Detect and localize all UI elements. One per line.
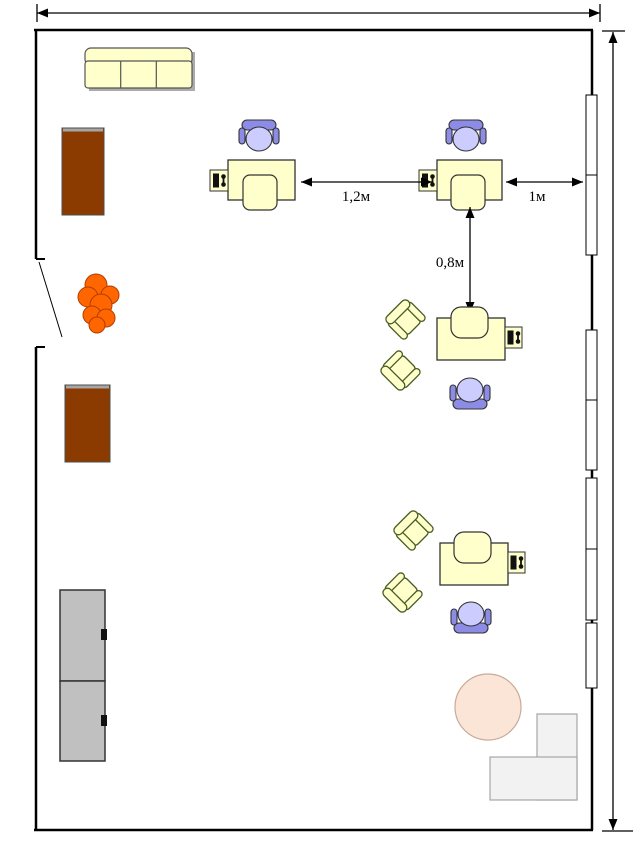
armchair-desk-4-upper	[393, 510, 434, 551]
armchair-desk-3-lower	[380, 350, 421, 391]
arrowhead-right-icon	[421, 177, 432, 187]
round-table	[454, 673, 522, 741]
safe-handle	[101, 629, 107, 640]
chair-armrest	[483, 384, 491, 402]
width-dimension-line	[36, 4, 601, 22]
armchair-back	[393, 510, 419, 536]
armchair-back	[382, 587, 408, 613]
armchair-back	[385, 299, 411, 325]
chair-armrest	[479, 127, 487, 145]
desk-3	[436, 306, 506, 361]
telephone-desk-1	[209, 169, 229, 192]
chair-armrest	[449, 384, 457, 402]
corner-counter	[489, 713, 578, 801]
telephone-base-icon	[510, 555, 517, 570]
height-dimension-line	[602, 30, 633, 832]
wardrobe-body	[64, 384, 111, 463]
office-chair-desk-4	[450, 601, 492, 634]
telephone-desk-3	[504, 326, 523, 349]
dimension-desk-to-wall: 1м	[506, 177, 583, 205]
arrowhead-left-icon	[301, 177, 312, 187]
arrowhead-up-icon	[608, 32, 618, 43]
chair-armrest	[484, 608, 492, 626]
arrowhead-right-icon	[589, 8, 600, 18]
safe-upper	[59, 589, 107, 682]
dimension-between-rows: 0,8м	[436, 207, 475, 313]
safe-body	[59, 589, 106, 682]
computer-monitor	[453, 531, 492, 564]
sofa-seat	[84, 60, 193, 89]
desk-1	[227, 159, 296, 211]
office-chair-desk-2	[445, 119, 487, 152]
window	[585, 329, 598, 401]
office-chair-desk-3	[449, 377, 491, 410]
dimension-label: 1м	[529, 189, 547, 205]
chair-seat	[457, 601, 485, 627]
computer-monitor	[450, 306, 489, 339]
wardrobe-body	[61, 127, 105, 216]
tucked-chair	[242, 174, 278, 211]
arrowhead-up-icon	[465, 207, 475, 218]
dimension-between-desks: 1,2м	[301, 177, 432, 205]
telephone-desk-4	[507, 551, 526, 574]
telephone-base-icon	[507, 330, 514, 345]
window	[585, 622, 598, 689]
telephone-handset-icon	[517, 333, 519, 342]
arrowhead-right-icon	[572, 177, 583, 187]
door-leaf	[38, 261, 63, 338]
chair-armrest	[238, 127, 246, 145]
chair-seat	[245, 126, 273, 152]
office-chair-desk-1	[238, 119, 280, 152]
armchair-desk-4-lower	[382, 572, 423, 613]
armchair-back	[380, 365, 406, 391]
wardrobe-upper	[61, 127, 105, 216]
chair-armrest	[272, 127, 280, 145]
window	[585, 94, 598, 176]
counter-horizontal-section	[489, 756, 578, 801]
plant	[77, 273, 120, 334]
arrowhead-left-icon	[37, 8, 48, 18]
telephone-handset-icon	[222, 176, 225, 185]
chair-armrest	[450, 608, 458, 626]
window	[585, 174, 598, 256]
safe-body	[59, 680, 106, 762]
window	[585, 548, 598, 621]
dimension-label: 0,8м	[436, 255, 465, 271]
telephone-base-icon	[213, 173, 219, 188]
telephone-handset-icon	[431, 176, 434, 185]
chair-seat	[452, 126, 480, 152]
chair-seat	[456, 377, 484, 403]
dimension-label: 1,2м	[342, 189, 371, 205]
windows	[585, 94, 598, 689]
tucked-chair	[450, 174, 486, 211]
window	[585, 399, 598, 471]
chair-armrest	[445, 127, 453, 145]
window	[585, 477, 598, 550]
arrowhead-down-icon	[608, 819, 618, 830]
sofa	[84, 47, 195, 91]
wardrobe-lower	[64, 384, 111, 463]
safe-handle	[101, 715, 107, 726]
armchair-desk-3-upper	[385, 299, 426, 340]
safe-lower	[59, 680, 107, 762]
telephone-handset-icon	[520, 558, 522, 567]
arrowhead-left-icon	[506, 177, 517, 187]
plant-foliage	[88, 316, 106, 334]
